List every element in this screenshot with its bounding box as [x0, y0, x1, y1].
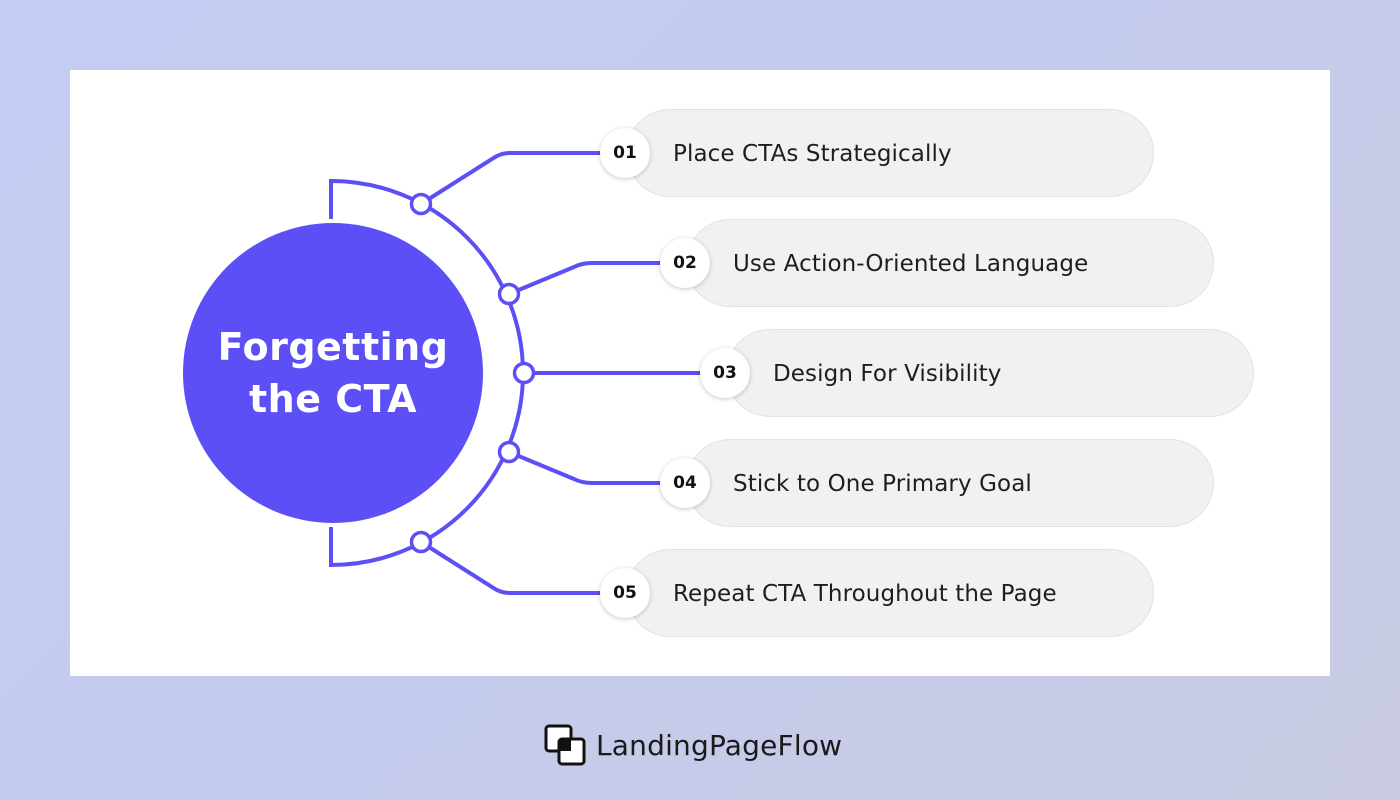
hub-title: Forgetting the CTA [217, 325, 449, 421]
item-pill-03: Design For Visibility [726, 329, 1254, 417]
arc-node-01 [409, 192, 433, 216]
item-label-02: Use Action-Oriented Language [733, 251, 1089, 277]
item-label-04: Stick to One Primary Goal [733, 471, 1032, 497]
item-label-03: Design For Visibility [773, 361, 1002, 387]
item-label-05: Repeat CTA Throughout the Page [673, 581, 1057, 607]
brand-name: LandingPageFlow [596, 728, 843, 762]
connector-02 [508, 261, 664, 296]
item-number-badge-05: 05 [600, 568, 650, 618]
overlapping-squares-logo-icon [544, 724, 586, 766]
hub-circle: Forgetting the CTA [183, 223, 483, 523]
item-pill-04: Stick to One Primary Goal [686, 439, 1214, 527]
item-label-01: Place CTAs Strategically [673, 141, 952, 167]
connector-05 [419, 540, 604, 595]
arc-node-02 [497, 282, 521, 306]
connector-04 [508, 450, 664, 485]
item-number-badge-02: 02 [660, 238, 710, 288]
item-pill-05: Repeat CTA Throughout the Page [626, 549, 1154, 637]
item-number-badge-03: 03 [700, 348, 750, 398]
arc-node-04 [497, 440, 521, 464]
item-pill-02: Use Action-Oriented Language [686, 219, 1214, 307]
item-pill-01: Place CTAs Strategically [626, 109, 1154, 197]
brand-footer: LandingPageFlow [544, 722, 842, 768]
item-number-badge-04: 04 [660, 458, 710, 508]
item-number-badge-01: 01 [600, 128, 650, 178]
arc-node-05 [409, 530, 433, 554]
arc-node-03 [512, 361, 536, 385]
connector-01 [419, 151, 604, 206]
